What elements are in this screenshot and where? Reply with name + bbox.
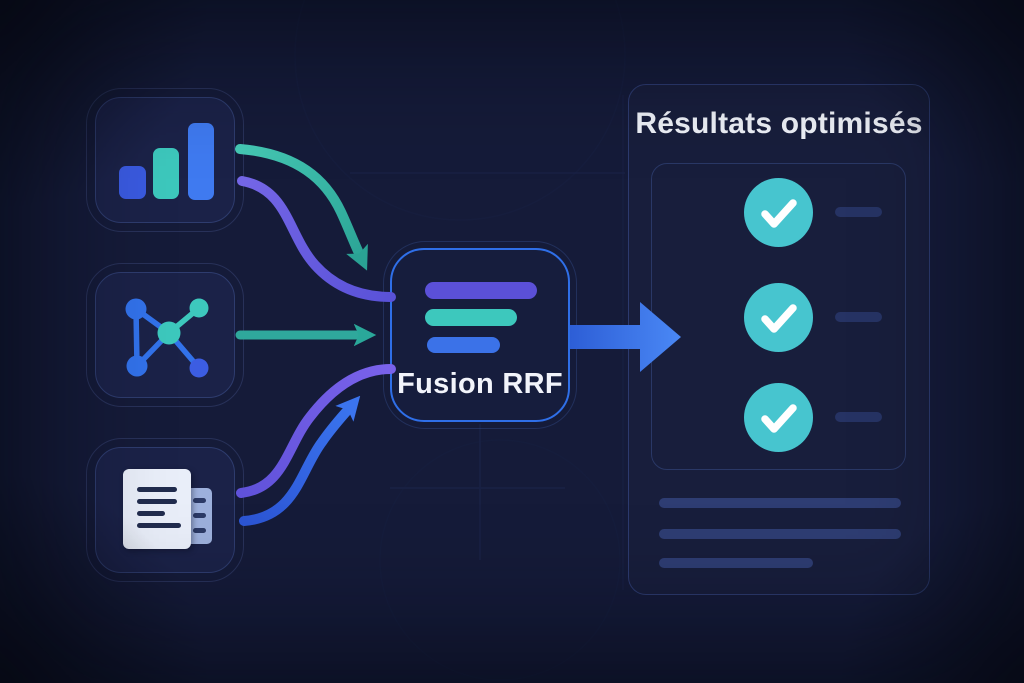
curve-connector-top-purple bbox=[237, 176, 396, 302]
network-graph-icon bbox=[125, 298, 209, 378]
fusion-bar-purple bbox=[425, 282, 537, 299]
placeholder-text-line bbox=[659, 498, 901, 508]
graph-node bbox=[125, 298, 147, 320]
graph-node bbox=[189, 358, 209, 378]
document-front-page bbox=[123, 469, 191, 549]
graph-node bbox=[157, 321, 181, 345]
bar-chart-bar-medium bbox=[153, 148, 179, 199]
result-item-dash bbox=[835, 312, 882, 322]
result-item-dash bbox=[835, 207, 882, 217]
check-icon bbox=[744, 178, 813, 247]
fusion-label: Fusion RRF bbox=[397, 368, 563, 400]
check-icon bbox=[744, 383, 813, 452]
results-card bbox=[651, 163, 906, 470]
curve-arrow-top-teal bbox=[235, 144, 368, 271]
graph-node bbox=[126, 355, 148, 377]
placeholder-text-line bbox=[659, 529, 901, 539]
result-item-dash bbox=[835, 412, 882, 422]
source-box-documents bbox=[86, 438, 244, 582]
bar-chart-bar-small bbox=[119, 166, 146, 199]
check-icon bbox=[744, 283, 813, 352]
curve-arrow-bottom-blue bbox=[239, 395, 361, 526]
fusion-bar-blue bbox=[427, 337, 500, 353]
graph-node bbox=[189, 298, 209, 318]
fusion-rrf-box: Fusion RRF bbox=[383, 241, 577, 429]
bar-chart-bar-tall bbox=[188, 123, 214, 200]
source-box-graph bbox=[86, 263, 244, 407]
source-box-ranking bbox=[86, 88, 244, 232]
curve-connector-bottom-purple bbox=[236, 364, 396, 498]
placeholder-text-line bbox=[659, 558, 813, 568]
fusion-bar-teal bbox=[425, 309, 517, 326]
results-panel: Résultats optimisés bbox=[628, 84, 930, 595]
results-title: Résultats optimisés bbox=[635, 107, 923, 140]
